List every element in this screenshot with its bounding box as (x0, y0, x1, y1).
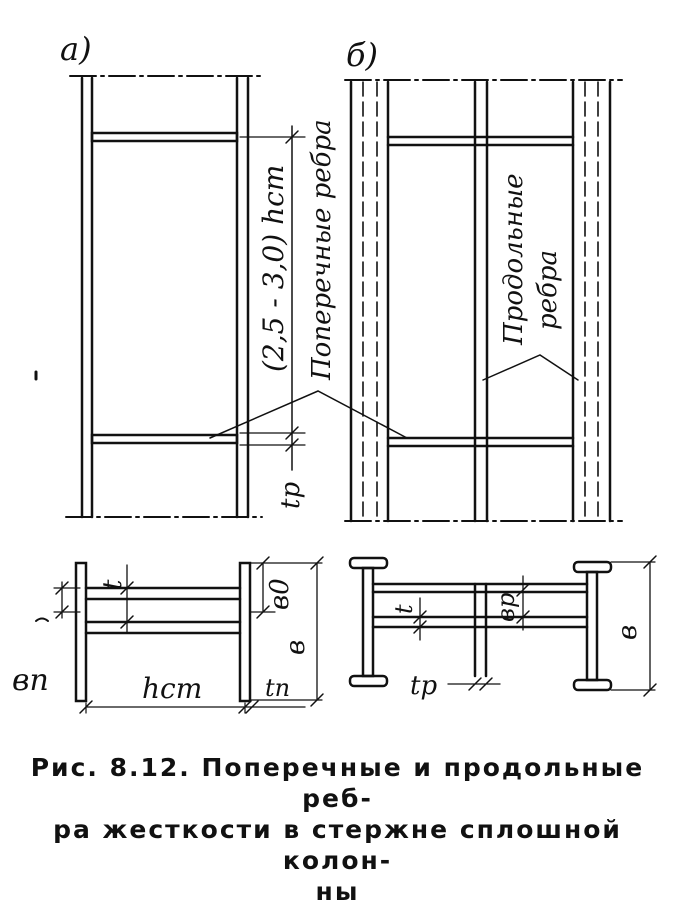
section-b-t-label: t (390, 604, 418, 614)
section-a-b0-label: в0 (265, 578, 295, 610)
flange-left-section-a (74, 561, 88, 703)
section-a (53, 556, 324, 714)
flange-right-section-a (238, 561, 252, 703)
section-a-b-label: в (281, 640, 311, 655)
section-a-bn-label: вn (12, 663, 49, 698)
figure-caption: Рис. 8.12. Поперечные и продольные реб- … (0, 752, 675, 907)
spacing-label: (2,5 - 3,0) hст (257, 165, 290, 372)
panel-b-label: б) (346, 36, 378, 74)
column-stiffener-drawing: а) б) (2,5 - 3,0) hст Поперечные ребра t… (12, 30, 657, 714)
longitudinal-ribs-label-1: Продольные (499, 173, 529, 346)
transverse-rib-top-a (90, 131, 239, 143)
leader-longitudinal-ribs (482, 354, 579, 381)
panel-b-elevation (344, 79, 623, 523)
leader-transverse-ribs (209, 390, 408, 439)
section-a-hst-label: hст (142, 672, 202, 705)
panel-a-elevation (65, 75, 306, 519)
section-b-tp-label: tр (410, 671, 437, 701)
section-b-bp-label: вр (492, 593, 520, 622)
transverse-rib-bottom-a (90, 433, 239, 445)
panel-a-label: а) (60, 30, 92, 68)
caption-line-2: ра жесткости в стержне сплошной колон- (53, 815, 622, 875)
longitudinal-ribs-label-2: ребра (533, 250, 563, 330)
caption-line-1: Рис. 8.12. Поперечные и продольные реб- (30, 753, 645, 813)
caption-line-3: ны (315, 877, 360, 906)
rib-thickness-label-a: tр (276, 482, 306, 509)
section-b (348, 555, 657, 697)
transverse-ribs-label: Поперечные ребра (307, 119, 337, 381)
section-a-tn-label: tп (265, 674, 290, 702)
section-a-t-label: t (98, 579, 128, 590)
section-b-b-label: в (613, 625, 643, 640)
